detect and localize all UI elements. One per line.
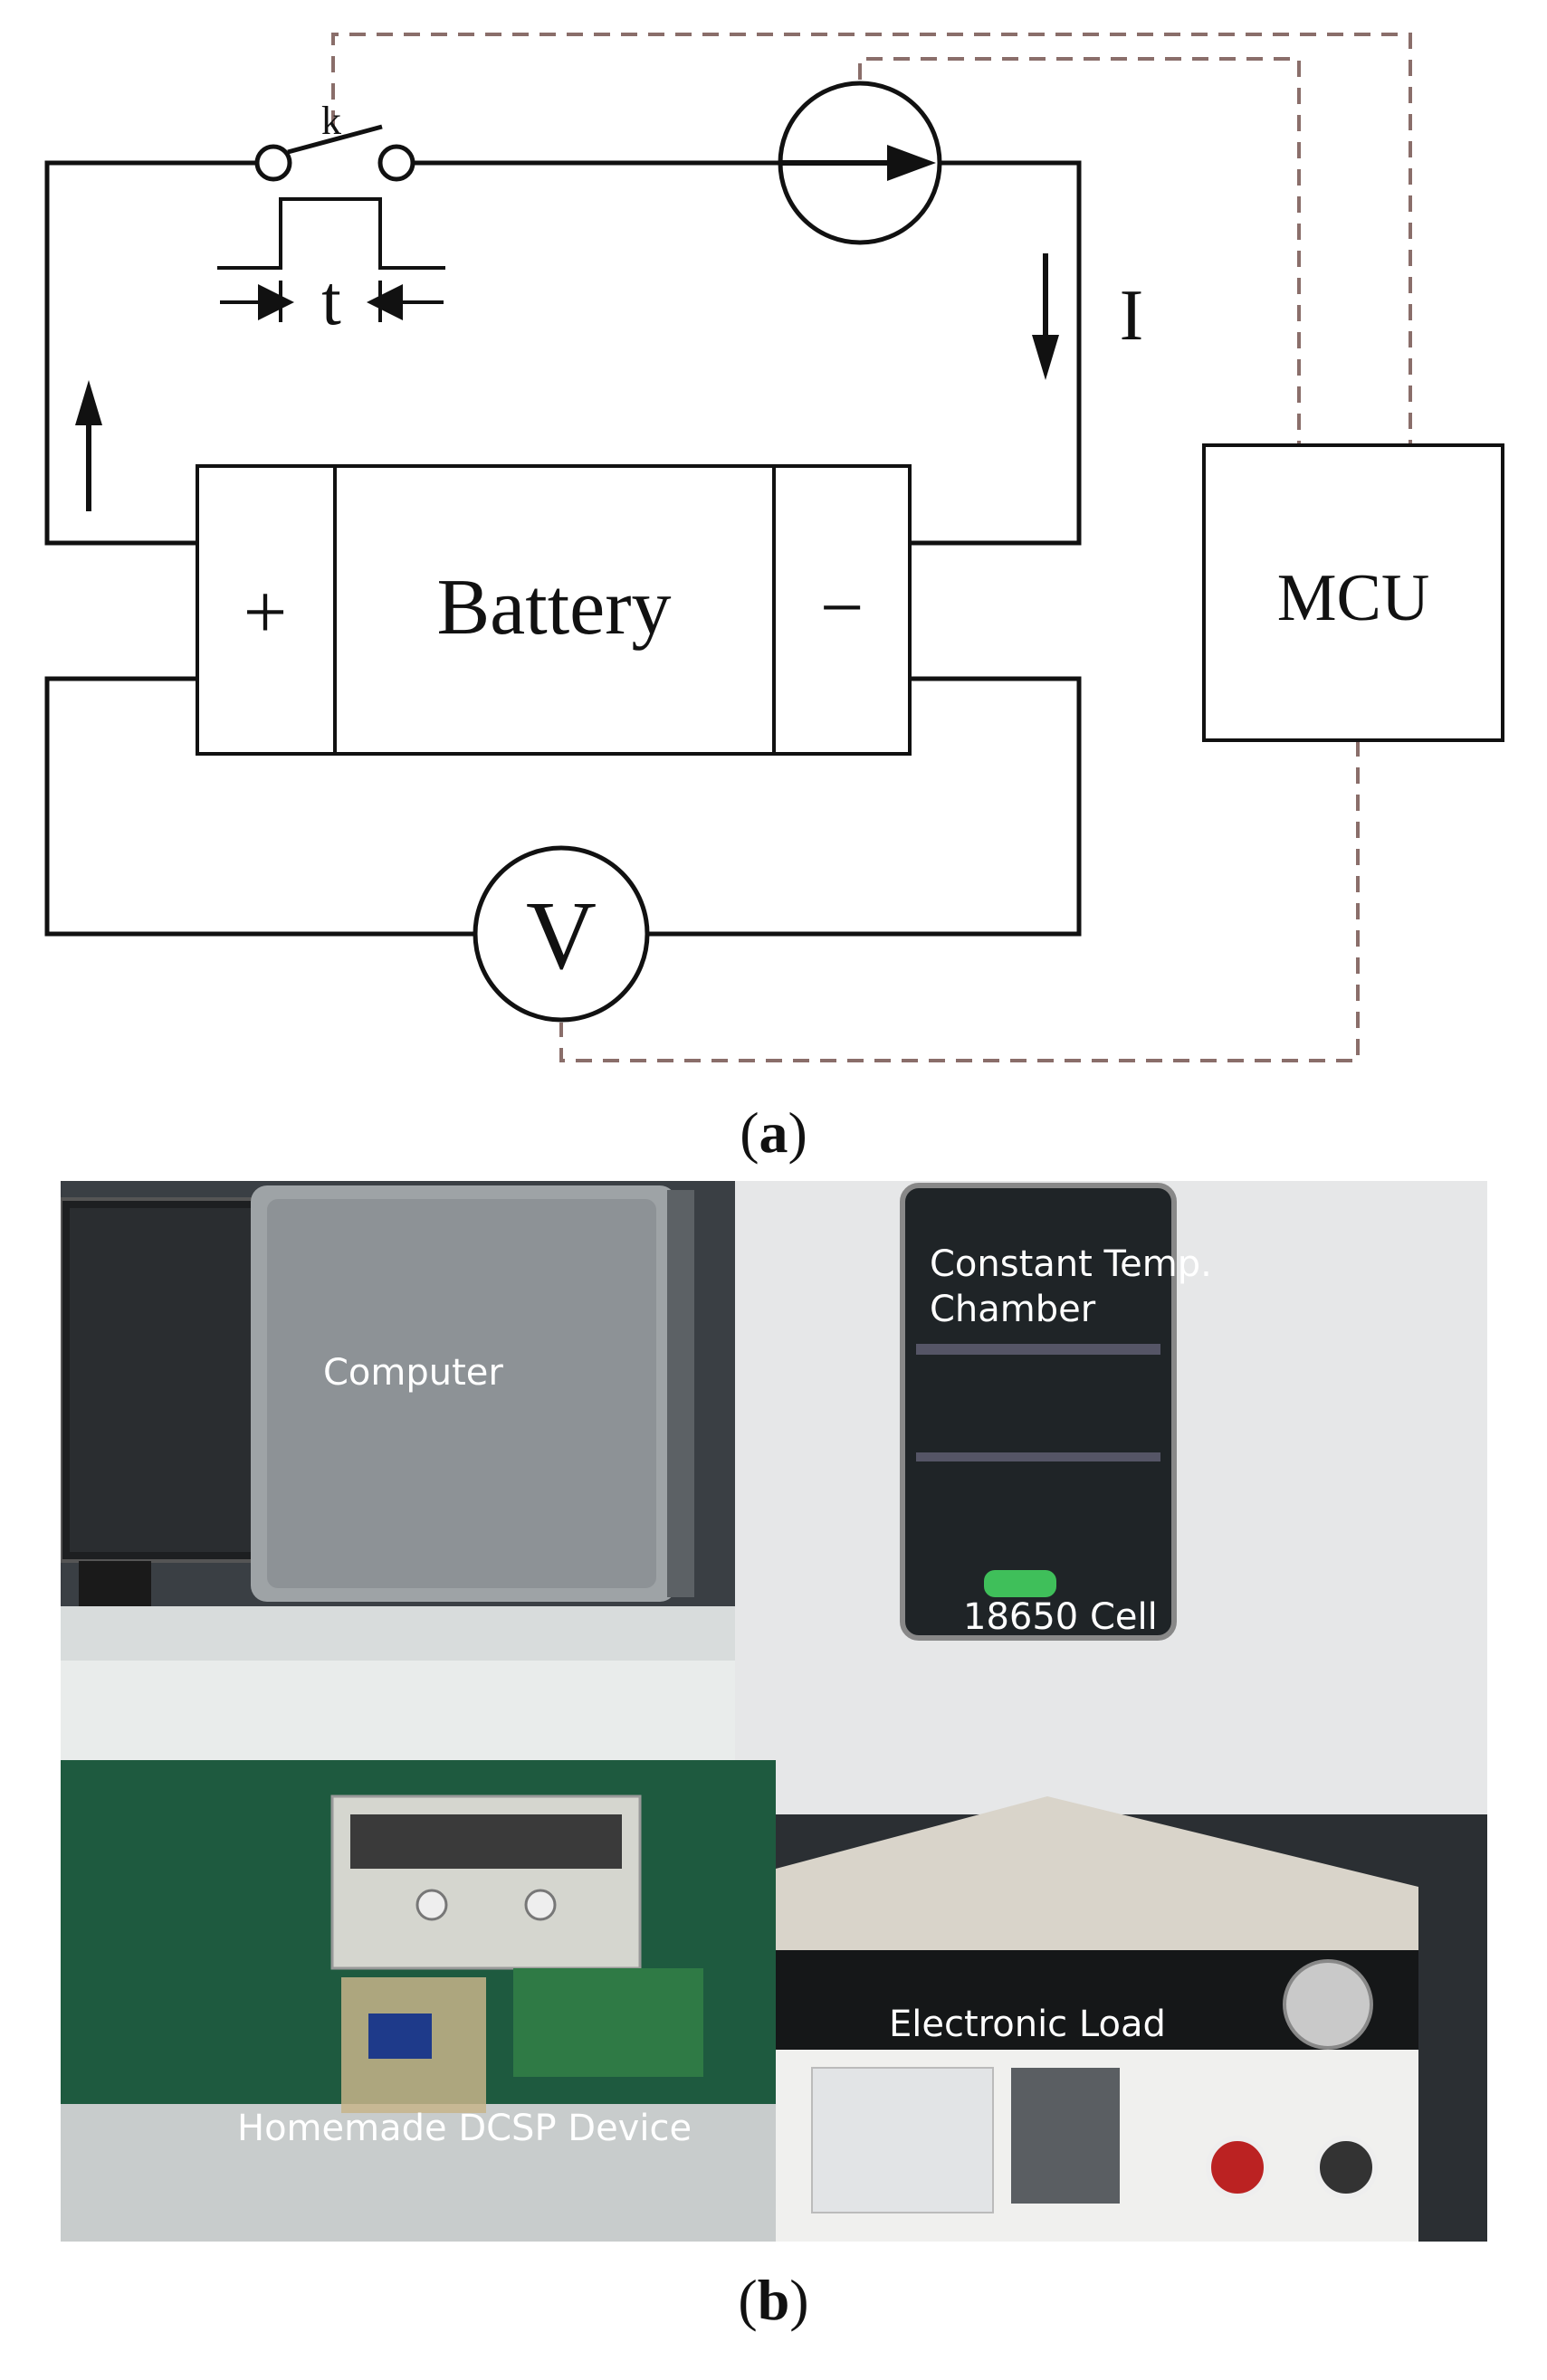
battery-plus: + bbox=[244, 568, 288, 655]
test-setup-photo: Computer Constant Temp. Chamber 18650 Ce… bbox=[61, 1181, 1487, 2242]
voltmeter-wire bbox=[44, 676, 1082, 937]
switch-k: k bbox=[254, 99, 415, 182]
label-cell: 18650 Cell bbox=[963, 1596, 1158, 1638]
label-computer: Computer bbox=[323, 1352, 503, 1394]
voltmeter bbox=[473, 845, 650, 1023]
computer-tower bbox=[251, 1185, 694, 1602]
battery bbox=[196, 464, 912, 756]
mcu-signal-lines bbox=[331, 33, 1412, 1062]
caption-b-letter: b bbox=[757, 2268, 790, 2332]
current-label: I bbox=[1120, 276, 1144, 356]
voltmeter-label: V bbox=[526, 882, 597, 990]
current-loop-wire bbox=[44, 160, 1082, 546]
battery-label: Battery bbox=[436, 564, 671, 652]
caption-b: (b) bbox=[738, 2268, 809, 2332]
monitor bbox=[61, 1197, 289, 1606]
mcu-box bbox=[1202, 443, 1504, 742]
label-dcsp-device: Homemade DCSP Device bbox=[237, 2108, 692, 2149]
pulse-width-symbol bbox=[217, 197, 445, 322]
current-arrow-down bbox=[1032, 253, 1059, 380]
circuit-diagram: k t I + Battery − V bbox=[44, 33, 1504, 1062]
switch-label: k bbox=[321, 99, 341, 143]
label-electronic-load: Electronic Load bbox=[889, 2004, 1166, 2045]
temperature-chamber bbox=[735, 1181, 1487, 1814]
label-chamber-line2: Chamber bbox=[930, 1289, 1096, 1330]
pulse-label: t bbox=[321, 261, 341, 339]
mcu-label: MCU bbox=[1277, 561, 1430, 635]
caption-a: (a) bbox=[740, 1100, 807, 1165]
battery-minus: − bbox=[820, 564, 864, 651]
dcsp-device bbox=[341, 1968, 703, 2113]
caption-a-letter: a bbox=[759, 1100, 788, 1165]
current-arrow-up bbox=[75, 380, 102, 511]
electronic-load bbox=[776, 1796, 1418, 2242]
current-source bbox=[778, 81, 942, 245]
label-chamber-line1: Constant Temp. bbox=[930, 1243, 1212, 1285]
power-supply bbox=[330, 1795, 642, 1970]
